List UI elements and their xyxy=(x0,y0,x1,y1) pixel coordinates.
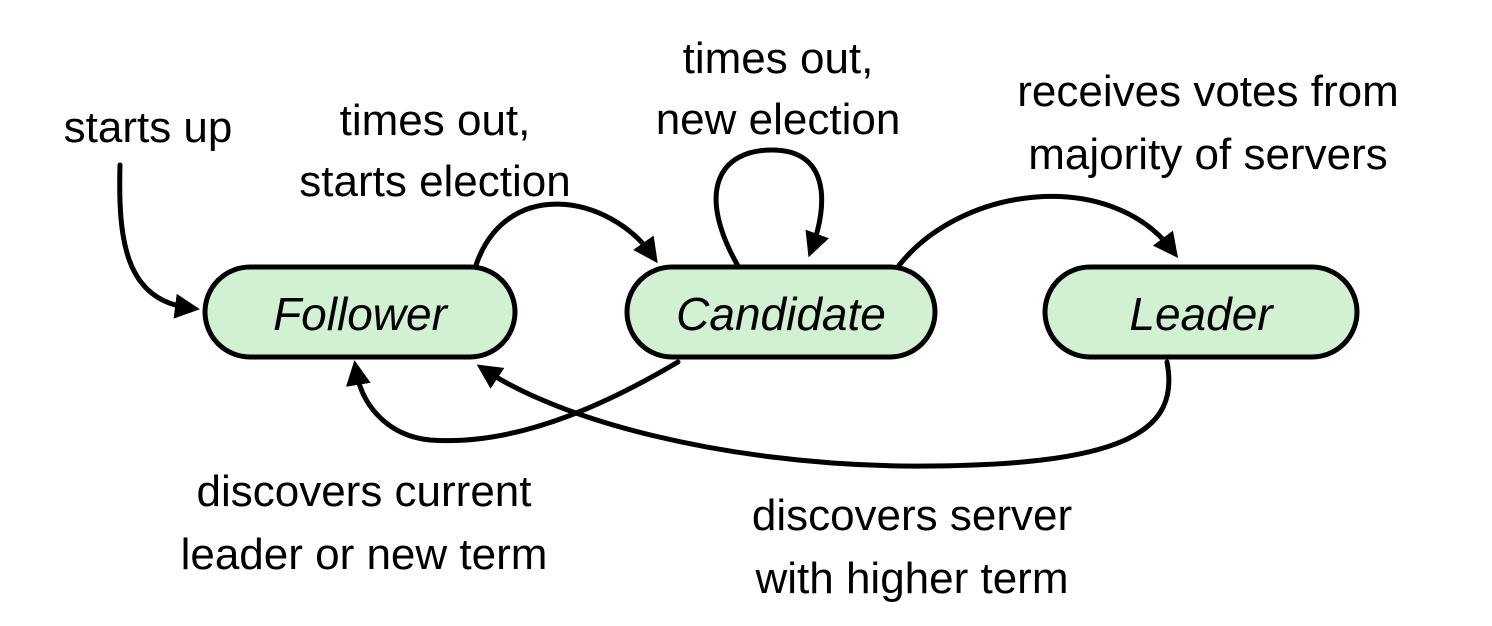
leader-to-follower-arrow xyxy=(476,359,1172,469)
label-leader-to-follower-line2: with higher term xyxy=(754,554,1068,603)
label-starts-up: starts up xyxy=(64,103,233,152)
state-leader: Leader xyxy=(1042,264,1360,360)
label-candidate-to-follower-line2: leader or new term xyxy=(181,530,548,579)
state-leader-label: Leader xyxy=(1129,288,1274,340)
state-follower: Follower xyxy=(202,264,518,360)
label-follower-to-candidate-line2: starts election xyxy=(299,157,570,206)
follower-to-candidate-arrow xyxy=(472,201,658,271)
label-candidate-to-follower-line1: discovers current xyxy=(196,467,531,516)
label-candidate-to-leader-line1: receives votes from xyxy=(1017,67,1398,116)
label-self-loop-line2: new election xyxy=(656,95,901,144)
state-candidate-label: Candidate xyxy=(676,288,886,340)
candidate-to-leader-arrow xyxy=(894,194,1179,271)
candidate-self-loop-arrow xyxy=(713,147,829,269)
label-leader-to-follower-line1: discovers server xyxy=(752,491,1072,540)
state-candidate: Candidate xyxy=(624,264,938,360)
label-self-loop-line1: times out, xyxy=(683,34,874,83)
start-arrow xyxy=(117,162,200,319)
label-candidate-to-leader-line2: majority of servers xyxy=(1028,130,1387,179)
candidate-to-follower-arrow xyxy=(346,359,681,444)
label-follower-to-candidate-line1: times out, xyxy=(340,96,531,145)
state-follower-label: Follower xyxy=(273,288,449,340)
